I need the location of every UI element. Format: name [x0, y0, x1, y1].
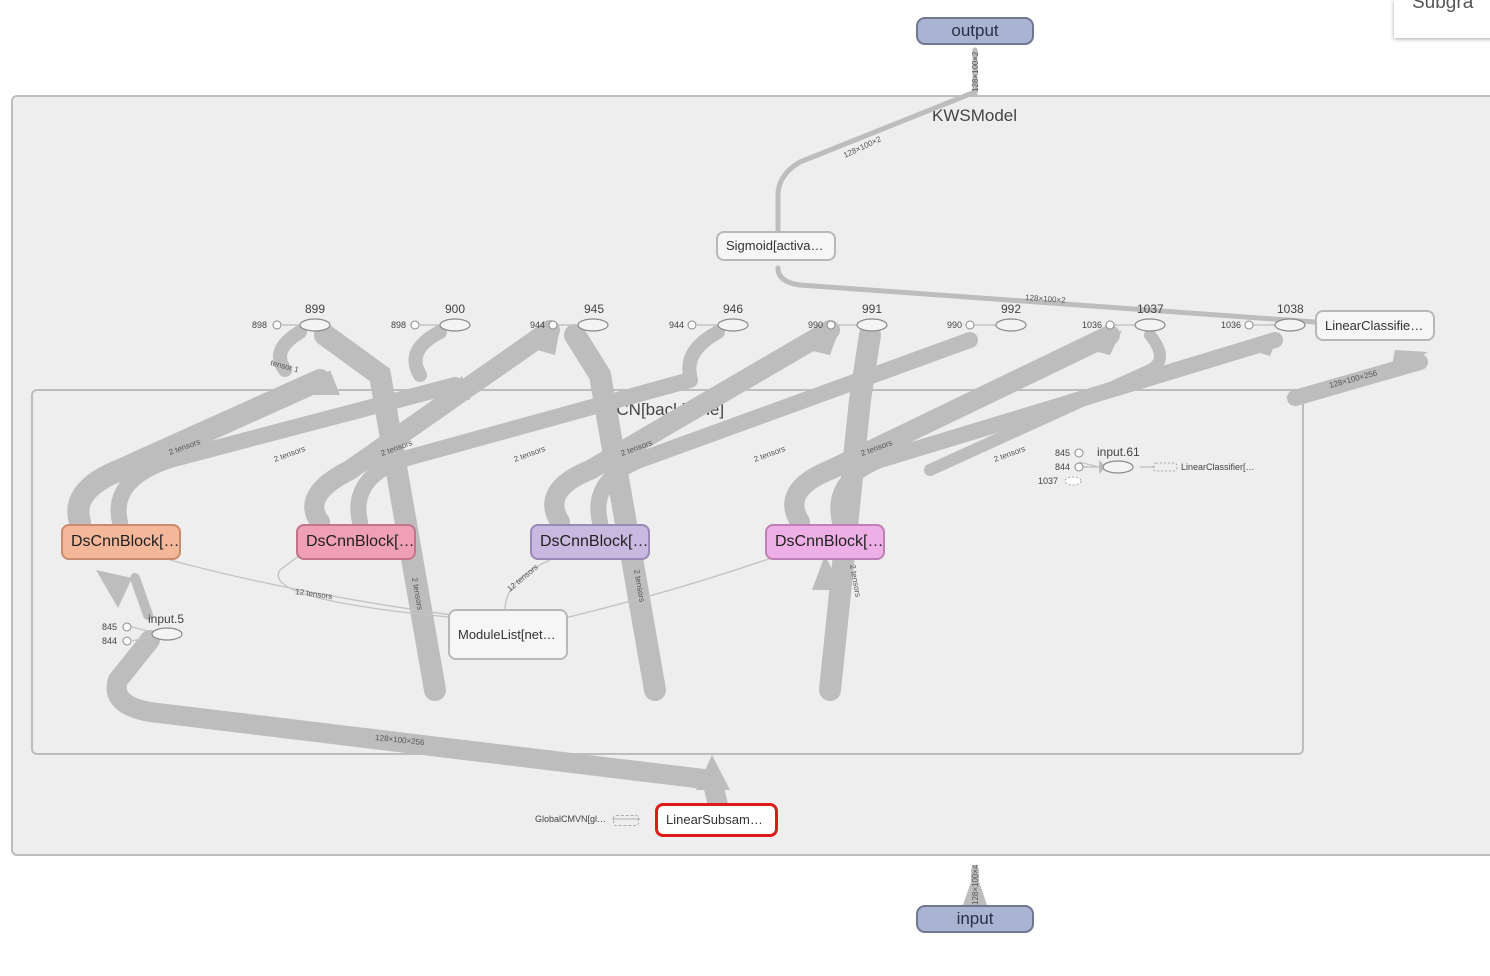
- inner-linear-classifier-label: LinearClassifier[…: [1181, 462, 1255, 472]
- subgraph-info-panel[interactable]: Subgra: [1394, 0, 1490, 38]
- edge-classifier-sigmoid: [775, 265, 1318, 325]
- input5-const-845: 845: [102, 622, 118, 632]
- oval-label-1038: 1038: [1277, 302, 1304, 316]
- oval-1037[interactable]: [1134, 318, 1166, 332]
- oval-946[interactable]: [717, 318, 749, 332]
- input5-label: input.5: [148, 612, 185, 626]
- inner-linear-classifier-node[interactable]: [1152, 462, 1178, 472]
- linear-subsampling-node[interactable]: LinearSubsampl…: [655, 803, 778, 837]
- output-node[interactable]: output: [916, 17, 1034, 45]
- dscnn-block-1[interactable]: DsCnnBlock[…: [296, 524, 416, 560]
- const-label-898a: 898: [252, 320, 268, 330]
- module-list-node[interactable]: ModuleList[netw…: [448, 609, 568, 660]
- edge-sigmoid-up: [775, 89, 978, 235]
- oval-991[interactable]: [856, 318, 888, 332]
- input-node[interactable]: input: [916, 905, 1034, 933]
- oval-label-992: 992: [1001, 302, 1022, 316]
- global-cmvn-node[interactable]: [613, 815, 639, 826]
- input61-const-1037: 1037: [1038, 476, 1059, 486]
- dscnn-block-2[interactable]: DsCnnBlock[…: [530, 524, 650, 560]
- edge-label-input: 128×100×4: [971, 864, 980, 905]
- const-label-944b: 944: [669, 320, 685, 330]
- oval-input5[interactable]: [151, 627, 183, 641]
- edge-label-classifier: 128×100×2: [1025, 293, 1067, 305]
- oval-900[interactable]: [439, 318, 471, 332]
- oval-899[interactable]: [299, 318, 331, 332]
- const-label-898b: 898: [391, 320, 407, 330]
- oval-1038[interactable]: [1274, 318, 1306, 332]
- const-label-944a: 944: [530, 320, 546, 330]
- input5-const-844: 844: [102, 636, 118, 646]
- oval-input61[interactable]: [1102, 460, 1134, 474]
- oval-992[interactable]: [995, 318, 1027, 332]
- oval-label-991: 991: [862, 302, 883, 316]
- oval-label-945: 945: [584, 302, 605, 316]
- dscnn-block-0[interactable]: DsCnnBlock[…: [61, 524, 181, 560]
- global-cmvn-label: GlobalCMVN[gl…: [535, 814, 607, 824]
- oval-label-1037: 1037: [1137, 302, 1164, 316]
- oval-label-946: 946: [723, 302, 744, 316]
- input61-const-844: 844: [1055, 462, 1071, 472]
- oval-label-899: 899: [305, 302, 326, 316]
- kwsmodel-title: KWSModel: [932, 106, 1018, 125]
- sigmoid-node[interactable]: Sigmoid[activati…: [716, 231, 836, 261]
- oval-945[interactable]: [577, 318, 609, 332]
- edge-subsample-out: [106, 630, 728, 815]
- const-label-1036b: 1036: [1221, 320, 1242, 330]
- input61-label: input.61: [1097, 445, 1140, 459]
- const-label-990b: 990: [947, 320, 963, 330]
- subgraph-panel-title: Subgra: [1412, 0, 1474, 13]
- edge-label-output: 128×100×2: [971, 51, 980, 92]
- dscnn-block-3[interactable]: DsCnnBlock[…: [765, 524, 885, 560]
- oval-label-900: 900: [445, 302, 466, 316]
- const-label-990a: 990: [808, 320, 824, 330]
- const-label-1036a: 1036: [1082, 320, 1103, 330]
- linear-classifier-node[interactable]: LinearClassifier…: [1315, 310, 1435, 341]
- input61-const-845: 845: [1055, 448, 1071, 458]
